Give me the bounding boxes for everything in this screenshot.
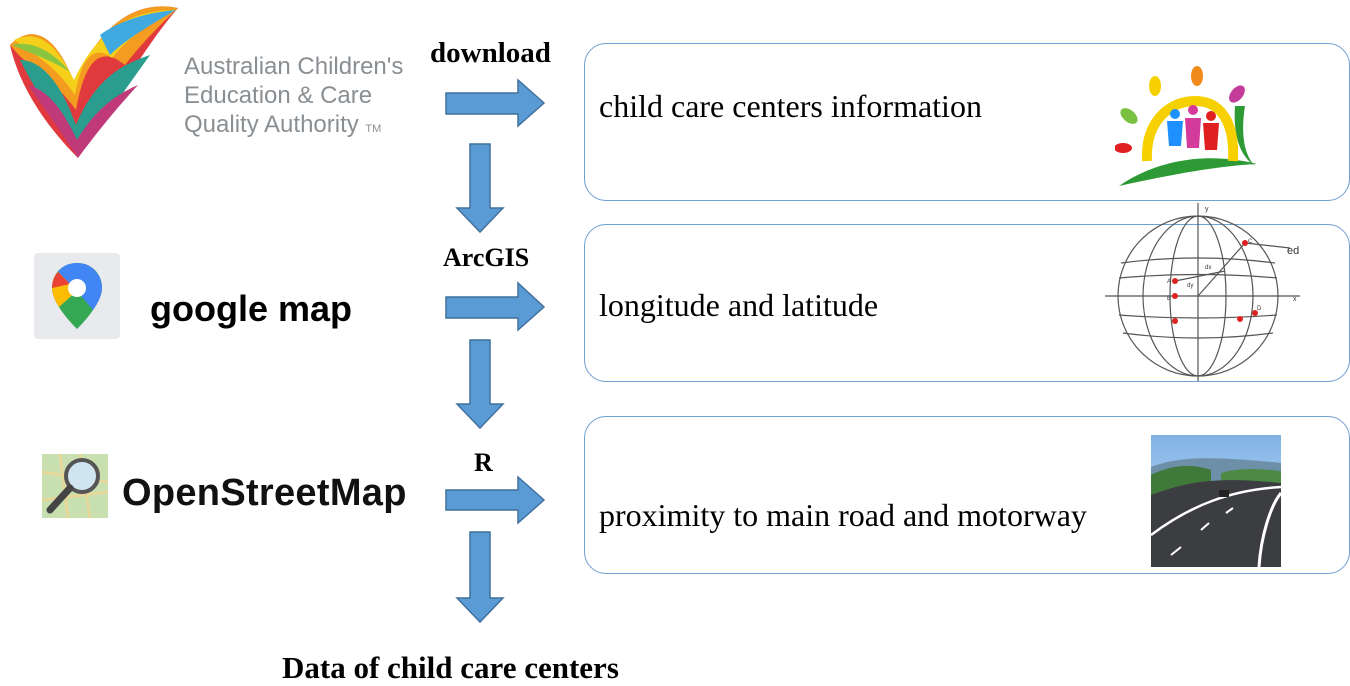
step-r-label: R — [474, 448, 493, 477]
google-map-label: google map — [150, 288, 353, 329]
acecqa-line-2: Education & Care — [184, 82, 373, 109]
acecqa-name: Australian Children's Education & Care Q… — [184, 52, 403, 144]
final-output-label: Data of child care centers — [282, 650, 619, 685]
down-arrow-3 — [455, 531, 505, 624]
globe-y-axis-label: y — [1205, 206, 1209, 213]
output-care-info-text: child care centers information — [599, 88, 982, 124]
globe-ed-label: ed — [1287, 245, 1299, 257]
output-coordinates-text: longitude and latitude — [599, 287, 879, 323]
acecqa-line-3-text: Quality Authority — [184, 111, 359, 138]
osm-icon — [40, 452, 110, 520]
globe-point-d-label: D — [1257, 306, 1262, 312]
step-arcgis-label: ArcGIS — [443, 243, 530, 272]
osm-label: OpenStreetMap — [122, 472, 407, 514]
globe-x-axis-label: x — [1293, 296, 1297, 303]
globe-dx-label: dx — [1205, 265, 1211, 271]
motorway-photo-icon — [1151, 435, 1281, 567]
globe-point-b-label: B — [1167, 296, 1171, 302]
step-download-label: download — [430, 37, 551, 69]
output-box-care-info: child care centers information — [584, 43, 1350, 201]
globe-grid-icon: y x ed A B C D dx dy — [1105, 203, 1300, 381]
right-arrow-1 — [445, 78, 546, 128]
globe-point-a-label: A — [1167, 279, 1171, 285]
right-arrow-3 — [445, 475, 546, 525]
down-arrow-1 — [455, 143, 505, 234]
acecqa-line-3: Quality Authority TM — [184, 110, 403, 144]
output-box-coordinates: longitude and latitude y x ed A — [584, 203, 1350, 382]
acecqa-logo — [0, 0, 180, 165]
globe-dy-label: dy — [1187, 283, 1193, 289]
down-arrow-2 — [455, 339, 505, 430]
globe-point-c-label: C — [1248, 239, 1253, 245]
output-road-proximity-text: proximity to main road and motorway — [599, 497, 1087, 533]
google-maps-icon — [34, 253, 120, 339]
acecqa-line-1: Australian Children's — [184, 53, 404, 80]
acecqa-emblem-icon — [10, 6, 178, 158]
child-care-logo-icon — [1115, 66, 1257, 186]
output-box-road-proximity: proximity to main road and motorway — [584, 416, 1350, 574]
acecqa-tm: TM — [365, 123, 382, 135]
right-arrow-2 — [445, 281, 546, 332]
